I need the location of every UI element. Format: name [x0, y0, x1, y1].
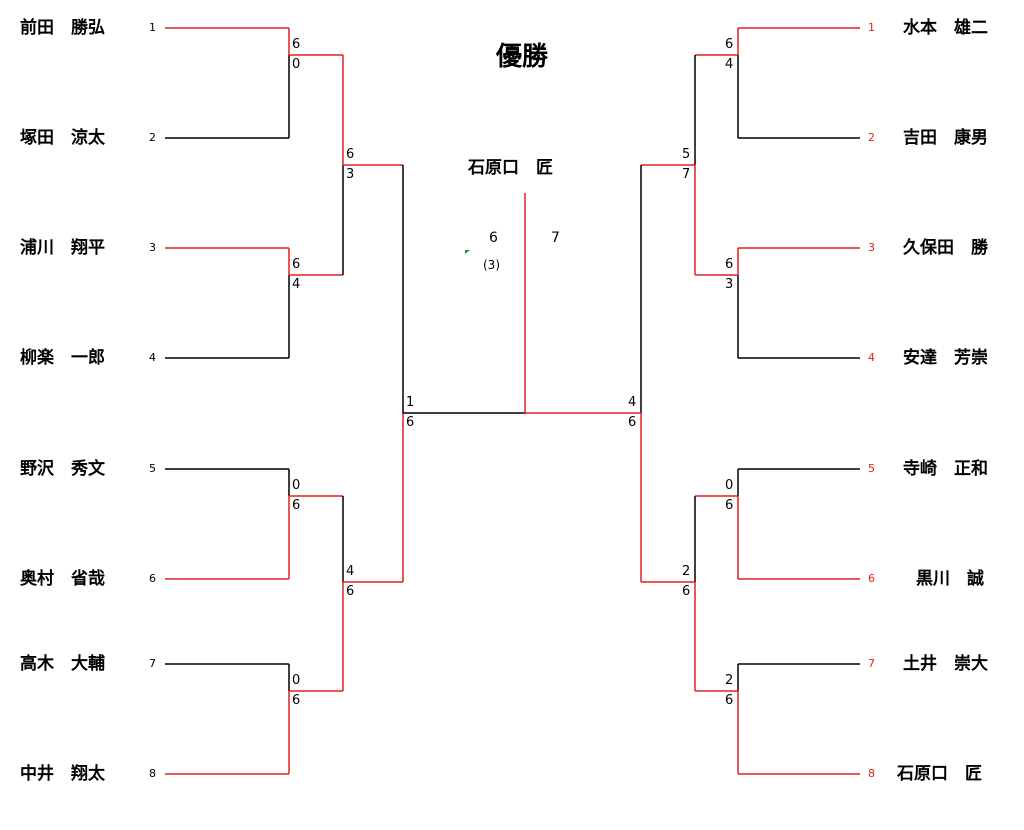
right-player-seed: 8: [868, 767, 875, 780]
right-r1-score-top: 2: [725, 673, 734, 688]
right-player-name: 吉田 康男: [903, 128, 988, 148]
right-r2-score-top: 5: [682, 147, 691, 162]
left-r1-score-top: 6: [292, 37, 301, 52]
left-player-name: 前田 勝弘: [20, 18, 105, 38]
left-player-seed: 4: [149, 351, 156, 364]
final-left-tiebreak: (3): [483, 258, 500, 272]
right-r1-score-top: 6: [725, 37, 734, 52]
right-player-name: 土井 崇大: [903, 654, 988, 674]
right-player-name: 黒川 誠: [916, 569, 984, 589]
left-r1-score-bottom: 6: [292, 693, 301, 708]
left-sf-score-bottom: 6: [406, 415, 415, 430]
right-player-name: 水本 雄二: [903, 18, 988, 38]
left-r2-score-top: 6: [346, 147, 355, 162]
left-r1-score-top: 0: [292, 673, 301, 688]
right-player-name: 石原口 匠: [897, 764, 982, 784]
left-r1-score-bottom: 0: [292, 57, 301, 72]
left-player-name: 浦川 翔平: [20, 238, 105, 258]
right-r2-score-bottom: 7: [682, 167, 691, 182]
left-r1-score-top: 0: [292, 478, 301, 493]
left-player-name: 高木 大輔: [20, 654, 105, 674]
left-r2-score-bottom: 3: [346, 167, 355, 182]
final-right-score: 7: [551, 230, 560, 246]
left-r2-score-top: 4: [346, 564, 355, 579]
right-r2-score-top: 2: [682, 564, 691, 579]
right-player-seed: 2: [868, 131, 875, 144]
left-player-name: 野沢 秀文: [20, 459, 105, 479]
right-r1-score-bottom: 6: [725, 693, 734, 708]
right-player-seed: 1: [868, 21, 875, 34]
left-r1-score-bottom: 4: [292, 277, 301, 292]
left-r1-score-top: 6: [292, 257, 301, 272]
left-sf-score-top: 1: [406, 395, 415, 410]
left-r1-score-bottom: 6: [292, 498, 301, 513]
left-player-name: 中井 翔太: [20, 764, 105, 784]
right-r1-score-top: 6: [725, 257, 734, 272]
right-player-seed: 5: [868, 462, 875, 475]
right-sf-score-top: 4: [628, 395, 637, 410]
right-player-name: 寺崎 正和: [903, 459, 988, 479]
left-r2-score-bottom: 6: [346, 584, 355, 599]
left-player-seed: 1: [149, 21, 156, 34]
right-player-seed: 3: [868, 241, 875, 254]
right-r1-score-top: 0: [725, 478, 734, 493]
final-left-score: 6: [489, 230, 498, 246]
right-player-seed: 6: [868, 572, 875, 585]
champion-name: 石原口 匠: [468, 158, 553, 178]
left-player-seed: 7: [149, 657, 156, 670]
left-player-seed: 5: [149, 462, 156, 475]
left-player-seed: 6: [149, 572, 156, 585]
left-player-seed: 3: [149, 241, 156, 254]
left-player-name: 柳楽 一郎: [20, 348, 105, 368]
right-sf-score-bottom: 6: [628, 415, 637, 430]
left-player-name: 奥村 省哉: [20, 569, 105, 589]
left-player-seed: 8: [149, 767, 156, 780]
champion-heading: 優勝: [496, 42, 549, 72]
left-player-name: 塚田 涼太: [20, 128, 105, 148]
marker-icon: [465, 250, 470, 254]
right-r1-score-bottom: 6: [725, 498, 734, 513]
left-player-seed: 2: [149, 131, 156, 144]
right-r1-score-bottom: 3: [725, 277, 734, 292]
right-r2-score-bottom: 6: [682, 584, 691, 599]
right-player-seed: 4: [868, 351, 875, 364]
right-r1-score-bottom: 4: [725, 57, 734, 72]
right-player-name: 久保田 勝: [903, 238, 988, 258]
right-player-name: 安達 芳崇: [903, 348, 988, 368]
right-player-seed: 7: [868, 657, 875, 670]
